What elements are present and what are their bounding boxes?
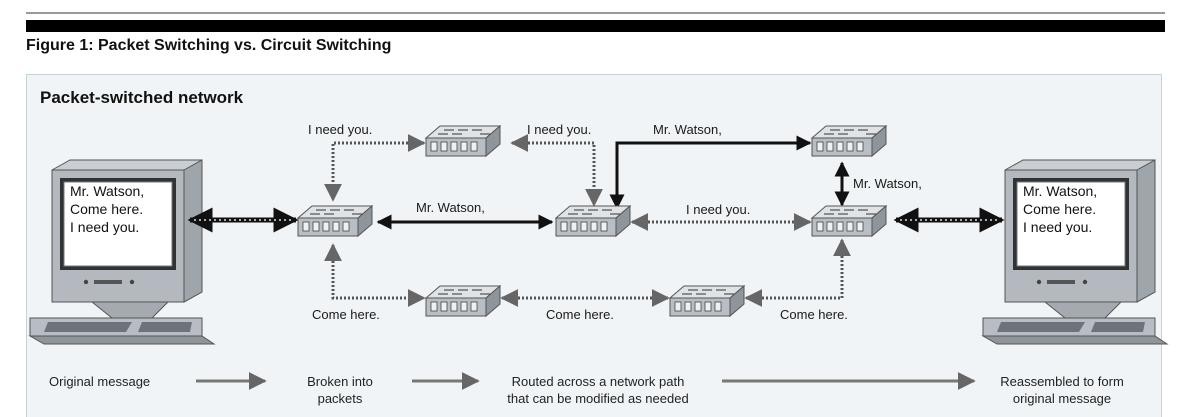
step-reassembled: Reassembled to form original message (982, 373, 1142, 407)
router-left (297, 205, 373, 237)
left-screen-line-2: Come here. (70, 201, 144, 217)
left-screen-text: Mr. Watson, Come here. I need you. (70, 182, 144, 236)
right-screen-text: Mr. Watson, Come here. I need you. (1023, 182, 1097, 236)
label-top-right: Mr. Watson, (653, 122, 722, 137)
right-screen-line-2: Come here. (1023, 201, 1097, 217)
top-rule-thick (26, 20, 1165, 32)
left-screen-line-3: I need you. (70, 219, 140, 235)
step-broken-into-packets: Broken into packets (283, 373, 397, 407)
step-broken-line-2: packets (317, 391, 363, 406)
link-r3-r4 (609, 135, 812, 210)
label-top-left: I need you. (308, 122, 373, 137)
label-mid-left: Mr. Watson, (416, 200, 485, 215)
link-r2-r1 (324, 134, 426, 202)
step-routed-line-1: Routed across a network path (511, 374, 685, 389)
label-mid-right: I need you. (686, 202, 751, 217)
step-reassembled-line-1: Reassembled to form (1000, 374, 1124, 389)
right-screen-line-1: Mr. Watson, (1023, 183, 1098, 199)
left-screen-line-1: Mr. Watson, (70, 183, 145, 199)
link-r2-r3 (510, 134, 603, 207)
step-broken-line-1: Broken into (307, 374, 373, 389)
router-bottom-center-right (669, 285, 745, 317)
router-bottom-center-left (425, 285, 501, 317)
router-right (811, 205, 887, 237)
link-r1-r6 (324, 243, 426, 307)
top-rule-thin (26, 12, 1165, 14)
label-bottom-right: Come here. (780, 307, 848, 322)
label-bottom-mid: Come here. (546, 307, 614, 322)
step-original-message: Original message (49, 374, 151, 389)
step-routed-line-2: that can be modified as needed (507, 391, 689, 406)
step-routed: Routed across a network path that can be… (486, 373, 710, 407)
figure-title: Figure 1: Packet Switching vs. Circuit S… (26, 37, 392, 54)
link-r7-r5 (744, 238, 851, 307)
router-top-right (811, 125, 887, 157)
step-reassembled-line-2: original message (1012, 391, 1112, 406)
router-center (555, 205, 631, 237)
label-bottom-left: Come here. (312, 307, 380, 322)
right-screen-line-3: I need you. (1023, 219, 1093, 235)
diagram-panel (26, 74, 1162, 417)
router-top-center (425, 125, 501, 157)
label-top-mid: I need you. (527, 122, 592, 137)
panel-title: Packet-switched network (40, 88, 244, 107)
label-right-vertical: Mr. Watson, (853, 176, 922, 191)
